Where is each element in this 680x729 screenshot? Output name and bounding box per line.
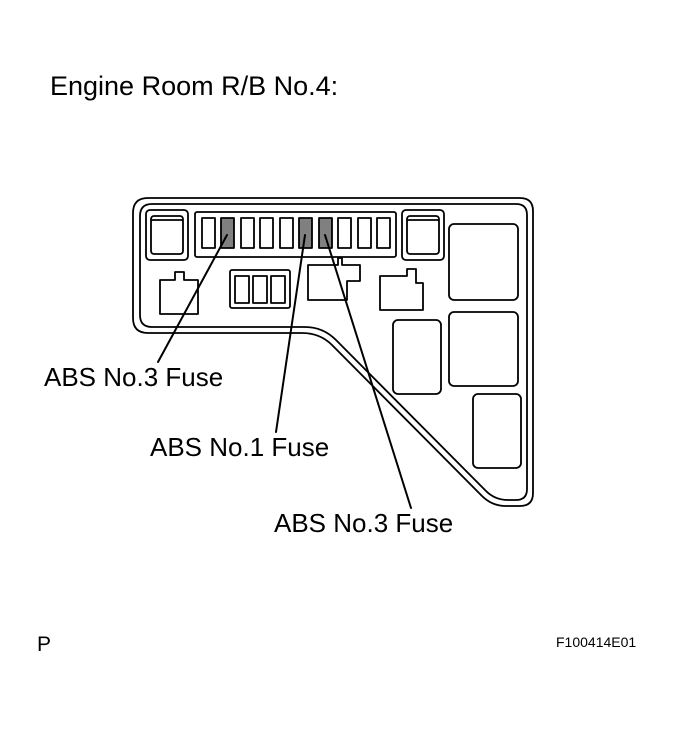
- page-marker: P: [37, 633, 52, 656]
- relay-block-2: [448, 311, 519, 387]
- fuse-slot-5: [279, 217, 294, 249]
- fuse-slot-9: [357, 217, 372, 249]
- corner-socket-left-inner: [150, 215, 184, 255]
- connector-cavity-right-1: [307, 257, 361, 301]
- fuse-slot-1: [201, 217, 216, 249]
- relay-block-housing-outer: [132, 197, 534, 507]
- connector-cavity-left: [159, 271, 199, 315]
- fuse-slot-4: [259, 217, 274, 249]
- relay-block-1: [448, 223, 519, 301]
- center-cavity-slot-3: [270, 275, 286, 304]
- fuse-abs-no1: [298, 217, 313, 249]
- relay-block-4: [472, 393, 522, 469]
- fuse-slot-10: [376, 217, 391, 249]
- center-cavity-slot-1: [234, 275, 250, 304]
- corner-socket-right-outer: [401, 209, 445, 261]
- callout-abs-no1-fuse: ABS No.1 Fuse: [150, 432, 330, 462]
- center-cavity-slot-2: [252, 275, 268, 304]
- figure-code: F100414E01: [556, 634, 637, 650]
- callout-abs-no3-fuse-right: ABS No.3 Fuse: [274, 508, 454, 538]
- fuse-abs-no3-right: [318, 217, 333, 249]
- fuse-slot-8: [337, 217, 352, 249]
- fuse-slot-3: [240, 217, 255, 249]
- relay-block-housing-inner: [139, 203, 528, 501]
- leader-line-right: [324, 234, 412, 509]
- leader-line-middle: [275, 234, 306, 433]
- callout-abs-no3-fuse-left: ABS No.3 Fuse: [44, 362, 224, 392]
- connector-cavity-right-2: [379, 268, 424, 311]
- corner-socket-right-inner: [406, 215, 440, 255]
- connector-cavity-center: [229, 269, 291, 309]
- fuse-row-housing: [194, 211, 397, 258]
- relay-block-3: [392, 319, 442, 395]
- corner-socket-left-outer: [145, 209, 189, 261]
- diagram-title: Engine Room R/B No.4:: [50, 71, 339, 101]
- leader-line-left: [157, 234, 228, 363]
